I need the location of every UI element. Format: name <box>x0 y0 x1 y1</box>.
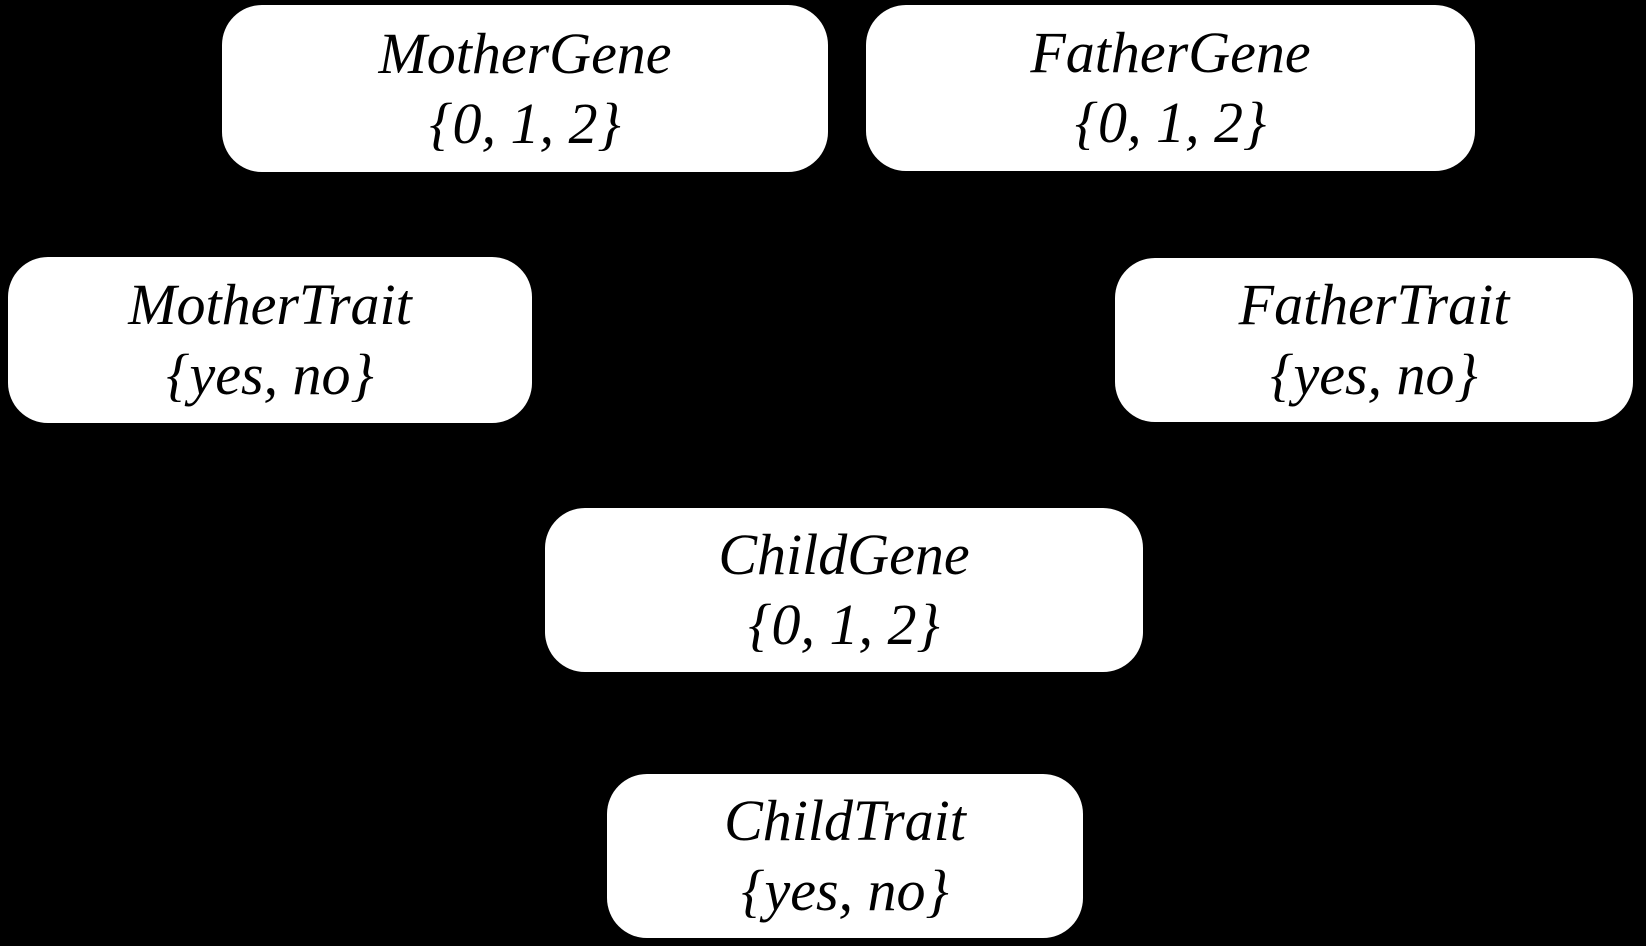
node-domain: {yes, no} <box>741 858 949 923</box>
node-father-trait: FatherTrait {yes, no} <box>1115 258 1633 422</box>
node-mother-gene: MotherGene {0, 1, 2} <box>222 5 828 172</box>
node-mother-trait: MotherTrait {yes, no} <box>8 257 532 423</box>
node-label: MotherGene <box>378 20 672 86</box>
node-child-gene: ChildGene {0, 1, 2} <box>545 508 1143 672</box>
node-domain: {0, 1, 2} <box>1074 90 1267 155</box>
node-label: FatherTrait <box>1238 272 1510 337</box>
node-label: FatherGene <box>1030 20 1311 85</box>
node-child-trait: ChildTrait {yes, no} <box>607 774 1083 938</box>
node-domain: {yes, no} <box>166 342 374 407</box>
node-label: ChildTrait <box>724 788 966 853</box>
node-domain: {0, 1, 2} <box>429 90 621 156</box>
node-domain: {0, 1, 2} <box>748 592 940 657</box>
node-father-gene: FatherGene {0, 1, 2} <box>866 5 1475 171</box>
node-label: MotherTrait <box>128 272 412 337</box>
node-domain: {yes, no} <box>1270 342 1478 407</box>
node-label: ChildGene <box>718 522 970 587</box>
